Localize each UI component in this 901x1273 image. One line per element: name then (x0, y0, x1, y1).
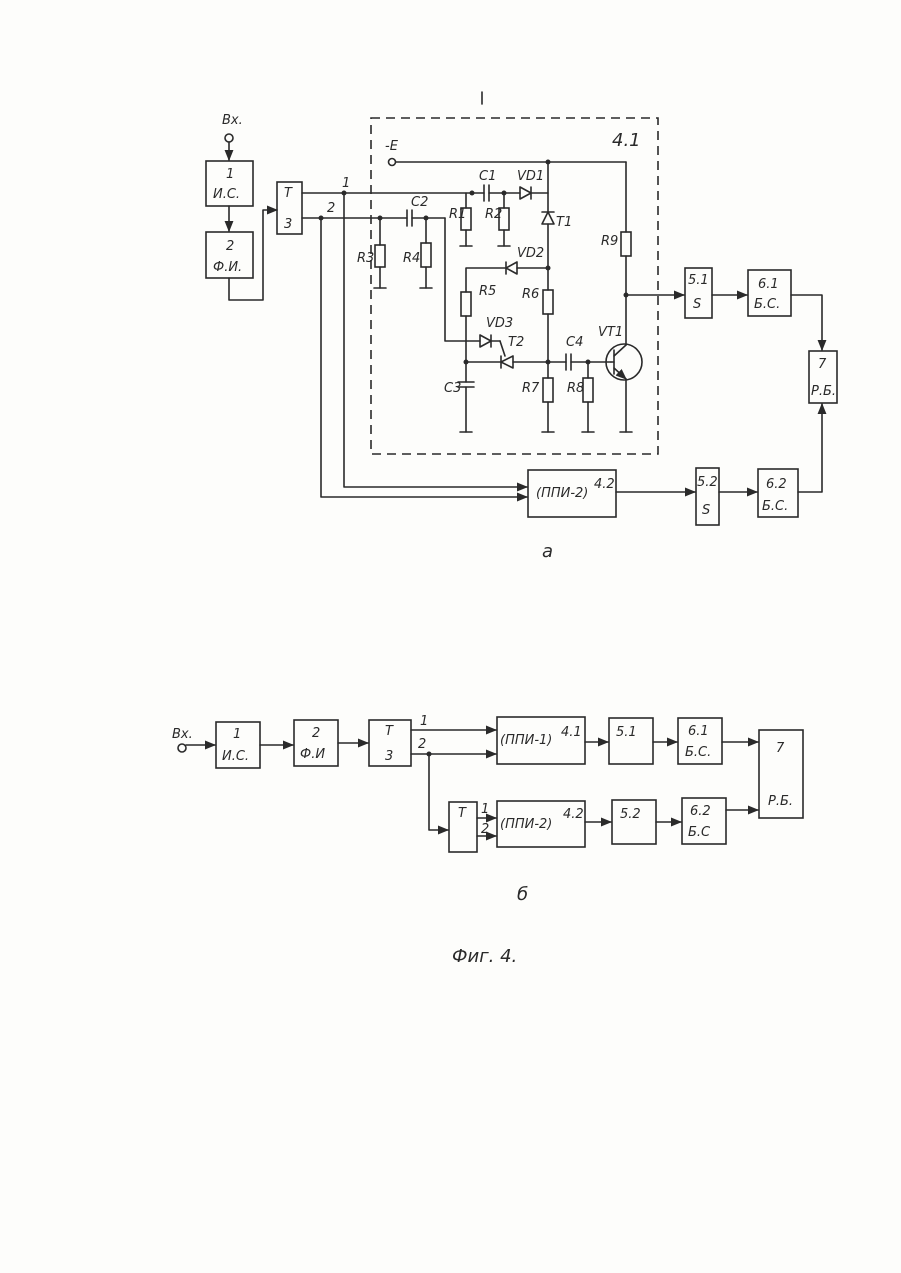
ppi-1-b-number: 4.1 (561, 725, 582, 740)
resistor-r7 (543, 378, 553, 402)
c2-label: C2 (411, 195, 428, 210)
block-7-text: Р.Б. (811, 384, 836, 399)
block-6-2-number: 6.2 (766, 477, 787, 492)
r3-label: R3 (357, 251, 374, 266)
input-terminal-b (178, 744, 186, 752)
r4-label: R4 (403, 251, 420, 266)
block-7-b-text: Р.Б. (768, 794, 793, 809)
r8-label: R8 (567, 381, 584, 396)
trigger-3-top: Т (284, 186, 293, 201)
trigger-3-b-out2: 2 (418, 737, 426, 752)
block-6-1-text: Б.С. (754, 297, 780, 312)
vt1-label: VT1 (598, 325, 623, 340)
block-6-1-number: 6.1 (758, 277, 779, 292)
block-6-2-b-text: Б.С (688, 825, 711, 840)
r6-label: R6 (522, 287, 539, 302)
caption-b: б (517, 884, 528, 905)
diode-vd2 (506, 262, 517, 274)
subfigure-a: Вх. 1 И.С. 2 Ф.И. Т 3 1 2 4.1 -Е (206, 113, 837, 562)
vd1-label: VD1 (517, 169, 544, 184)
c1-label: C1 (479, 169, 496, 184)
block-5-1-number: 5.1 (688, 273, 709, 288)
block-6-2-text: Б.С. (762, 499, 788, 514)
trigger-3-number: 3 (284, 217, 292, 232)
thyristor-t2 (501, 356, 513, 368)
block-2-b-number: 2 (312, 726, 320, 741)
thyristor-t1 (542, 212, 554, 224)
r2-label: R2 (485, 207, 502, 222)
ppi-2-b-number: 4.2 (563, 807, 584, 822)
supply-label: -Е (385, 139, 399, 154)
ppi-1-b-text: (ППИ-1) (500, 733, 552, 748)
t1-label: T1 (556, 215, 572, 230)
r7-label: R7 (522, 381, 540, 396)
block-5-1-text: S (693, 297, 701, 312)
c3-label: C3 (444, 381, 461, 396)
caption-a: а (542, 541, 553, 562)
output-1-label: 1 (342, 176, 350, 191)
resistor-r4 (421, 243, 431, 267)
ppi-2-text: (ППИ-2) (536, 486, 588, 501)
block-7-number: 7 (818, 357, 827, 372)
block-5-2-number: 5.2 (697, 475, 718, 490)
output-2-label: 2 (327, 201, 335, 216)
r9-label: R9 (601, 234, 618, 249)
input-label-a: Вх. (222, 113, 243, 128)
module-4-1-boundary (371, 118, 658, 454)
diode-vd3 (480, 335, 491, 347)
block-7-b-number: 7 (776, 741, 785, 756)
supply-terminal (389, 159, 396, 166)
r5-label: R5 (479, 284, 496, 299)
block-1-b-text: И.С. (222, 749, 249, 764)
block-6-2-b-number: 6.2 (690, 804, 711, 819)
resistor-r6 (543, 290, 553, 314)
block-5-1-b-text: 5.1 (616, 725, 637, 740)
resistor-r3 (375, 245, 385, 267)
trigger-b-second-top: Т (458, 806, 467, 821)
block-5-2-b-text: 5.2 (620, 807, 641, 822)
block-6-1-b-number: 6.1 (688, 724, 709, 739)
t2-label: T2 (508, 335, 524, 350)
figure-caption: Фиг. 4. (452, 946, 517, 967)
block-2-number: 2 (226, 239, 234, 254)
module-4-1-label: 4.1 (612, 130, 641, 151)
trigger-b-second-out1: 1 (481, 802, 489, 817)
block-1-b-number: 1 (233, 727, 241, 742)
trigger-3-b-top: Т (385, 724, 394, 739)
block-6-1-b-text: Б.С. (685, 745, 711, 760)
trigger-3-b-out1: 1 (420, 714, 428, 729)
ppi-2-number: 4.2 (594, 477, 615, 492)
resistor-r5 (461, 292, 471, 316)
block-2-b-text: Ф.И (300, 747, 325, 762)
block-2-text: Ф.И. (213, 260, 242, 275)
trigger-b-second-out2: 2 (481, 822, 489, 837)
trigger-3-b-number: 3 (385, 749, 393, 764)
input-label-b: Вх. (172, 727, 193, 742)
subfigure-b: Вх. 1 И.С. 2 Ф.И Т 3 1 2 (ППИ-1) 4.1 5.1… (172, 714, 803, 905)
block-1-number: 1 (226, 167, 234, 182)
vd3-label: VD3 (486, 316, 513, 331)
diode-vd1 (520, 187, 531, 199)
r1-label: R1 (449, 207, 466, 222)
resistor-r8 (583, 378, 593, 402)
input-terminal-a (225, 134, 233, 142)
c4-label: C4 (566, 335, 583, 350)
vd2-label: VD2 (517, 246, 544, 261)
ppi-2-b-text: (ППИ-2) (500, 817, 552, 832)
block-1-text: И.С. (213, 187, 240, 202)
resistor-r9 (621, 232, 631, 256)
block-5-2-text: S (702, 503, 710, 518)
